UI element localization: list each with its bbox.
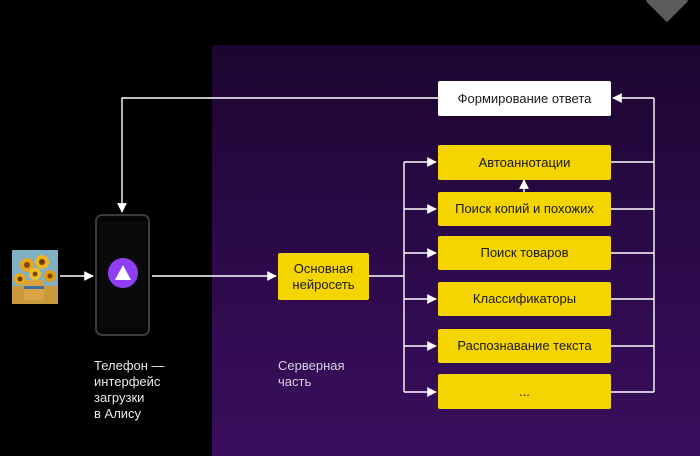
module-text-recognition: Распознавание текста <box>438 329 611 363</box>
alice-logo-icon <box>108 258 138 288</box>
arrow-response-to-phone <box>117 97 438 213</box>
response-box: Формирование ответа <box>438 81 611 116</box>
phone-caption: Телефон — интерфейс загрузки в Алису <box>94 358 165 421</box>
neural-network-box: Основная нейросеть <box>278 253 369 300</box>
module-product-search: Поиск товаров <box>438 236 611 270</box>
module-auto-annotations: Автоаннотации <box>438 145 611 180</box>
module-classifiers: Классификаторы <box>438 282 611 316</box>
server-caption: Серверная часть <box>278 358 345 389</box>
sunflowers-painting <box>12 250 58 304</box>
module-copy-search: Поиск копий и похожих <box>438 192 611 226</box>
phone <box>95 214 150 336</box>
module-more: ... <box>438 374 611 409</box>
